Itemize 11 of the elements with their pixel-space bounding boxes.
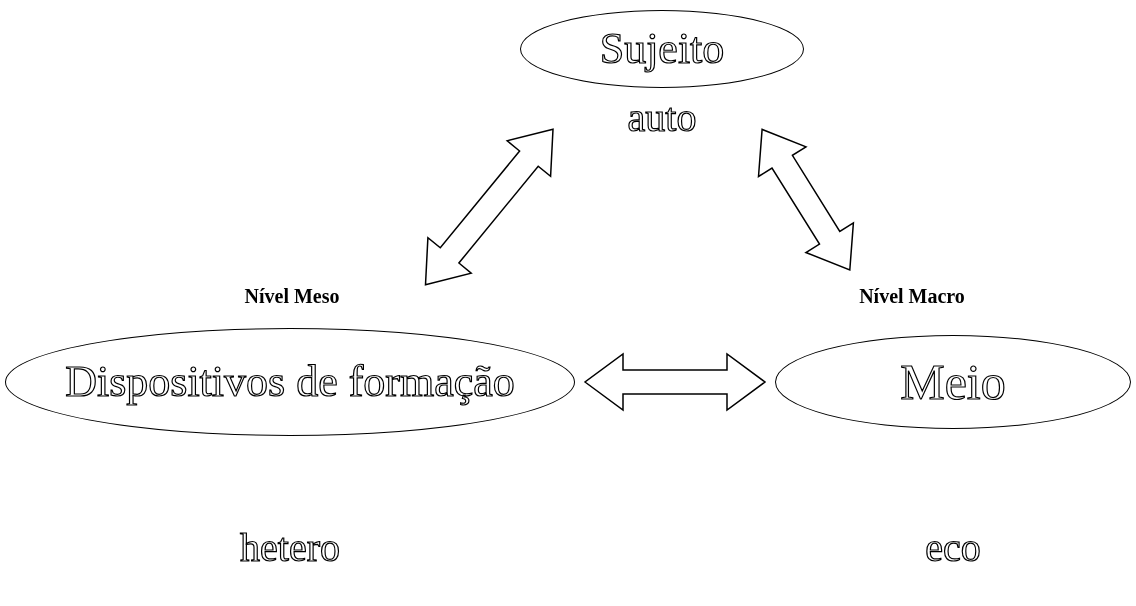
node-caption: eco xyxy=(925,528,981,568)
level-label: Nível Macro xyxy=(859,286,965,306)
double-arrow xyxy=(583,352,767,412)
double-arrow xyxy=(757,128,855,272)
node-title: Sujeito xyxy=(599,27,725,71)
double-arrow xyxy=(424,128,554,286)
level-label: Nível Meso xyxy=(244,286,340,306)
node-caption: auto xyxy=(627,98,697,138)
node-title: Dispositivos de formação xyxy=(65,360,515,404)
node-caption: hetero xyxy=(240,528,340,568)
node-title: Meio xyxy=(900,357,1006,407)
